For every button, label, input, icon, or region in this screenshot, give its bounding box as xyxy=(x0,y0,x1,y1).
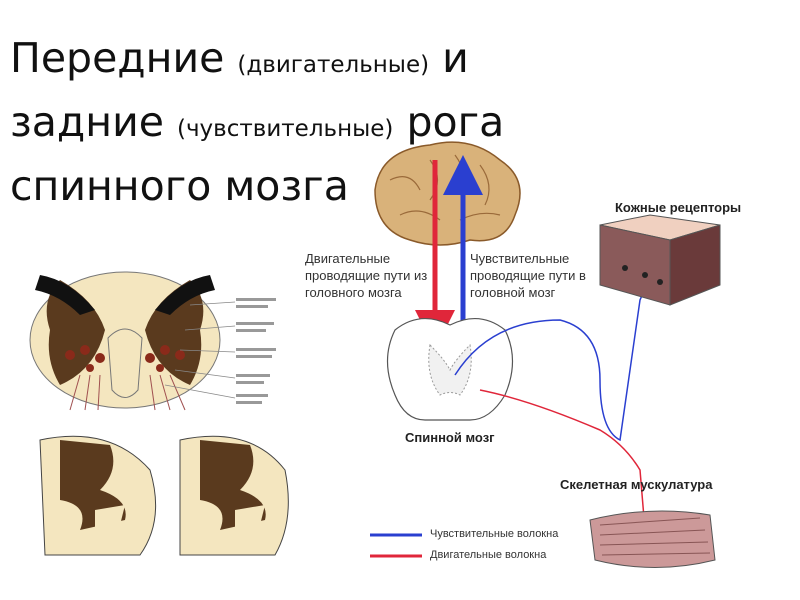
title-line-2-paren: (чувствительные) xyxy=(177,116,394,142)
label-sensory-paths: Чувствительные проводящие пути в головно… xyxy=(470,251,586,300)
title-line-1-paren: (двигательные) xyxy=(237,52,430,78)
title-line-2: задние (чувствительные) рога xyxy=(10,94,630,158)
label-motor-paths: Двигательные проводящие пути из головног… xyxy=(305,251,428,300)
title-line-1-tail: и xyxy=(442,34,469,82)
legend-motor-label: Двигательные волокна xyxy=(430,549,547,561)
label-spinal-cord: Спинной мозг xyxy=(405,430,495,445)
brain-illustration xyxy=(374,141,521,246)
title-line-1: Передние (двигательные) и xyxy=(10,30,630,94)
label-skeletal-muscle: Скелетная мускулатура xyxy=(560,477,713,492)
title-line-3: спинного мозга xyxy=(10,162,349,210)
cross-section-left-1 xyxy=(39,435,157,556)
spinal-cord-cross-section xyxy=(29,271,276,411)
title-line-1-main: Передние xyxy=(10,34,225,82)
cross-section-left-2 xyxy=(179,435,289,556)
title-line-2-main: задние xyxy=(10,98,164,146)
legend-sensory-label: Чувствительные волокна xyxy=(430,528,559,540)
skin-receptors-illustration xyxy=(599,214,721,306)
motor-fiber xyxy=(479,389,646,531)
slide-title: Передние (двигательные) и задние (чувств… xyxy=(10,30,630,215)
title-line-2-tail: рога xyxy=(406,98,505,146)
spinal-cord-diagram xyxy=(386,318,514,421)
skeletal-muscle-illustration xyxy=(589,510,716,568)
label-skin-receptors: Кожные рецепторы xyxy=(615,200,742,215)
